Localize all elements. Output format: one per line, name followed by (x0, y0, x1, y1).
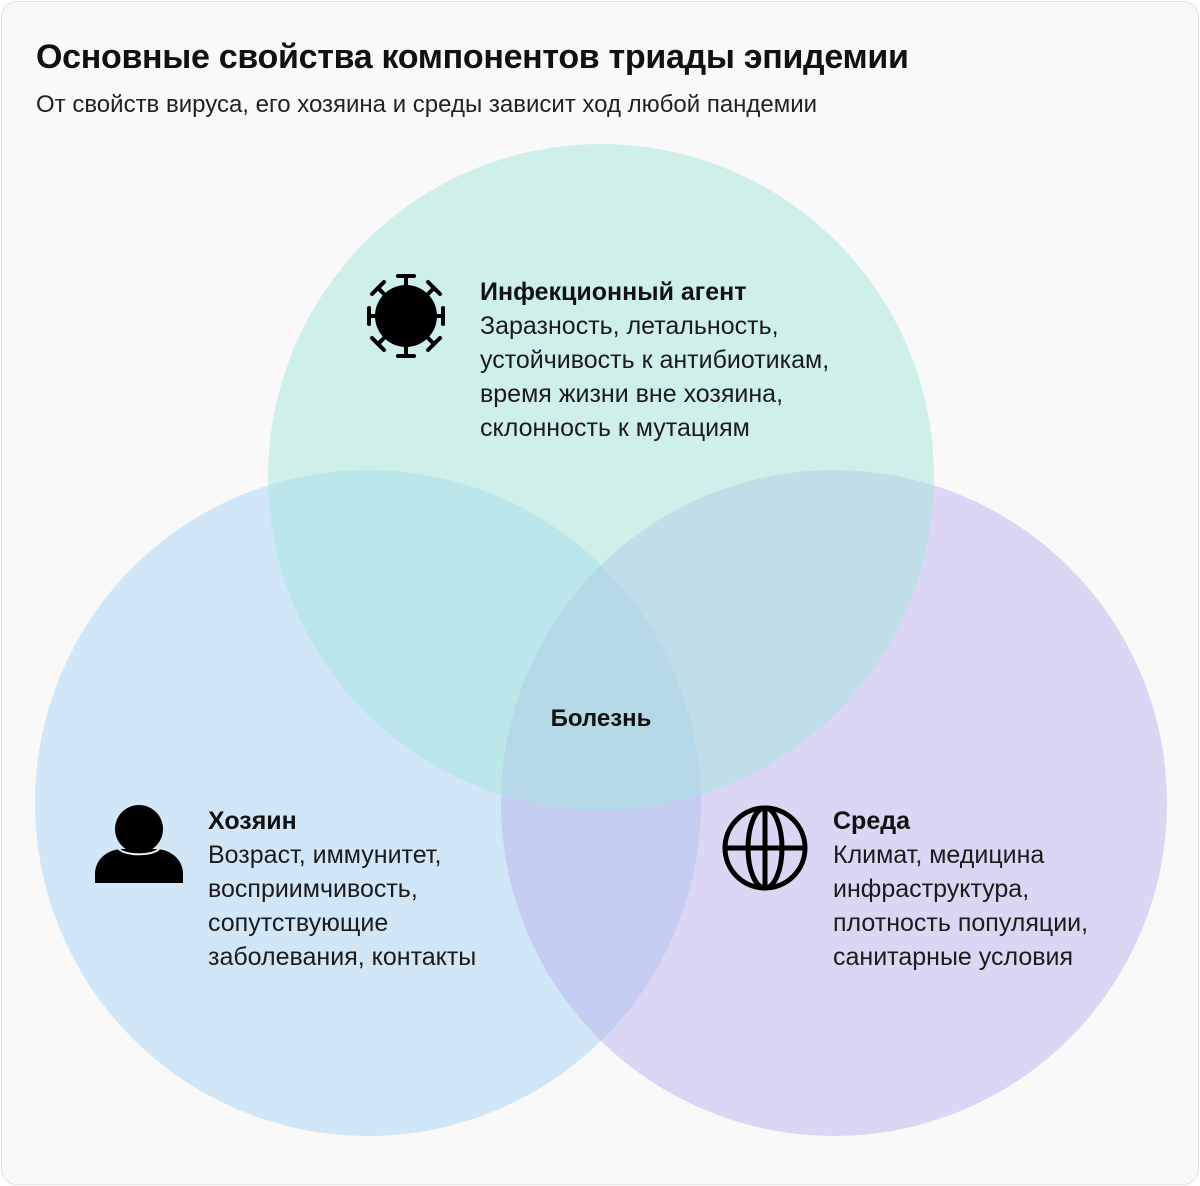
agent-line: время жизни вне хозяина, (480, 380, 784, 408)
agent-line: Заразность, летальность, (480, 312, 779, 340)
environment-line: инфраструктура, (833, 875, 1030, 903)
environment-line: санитарные условия (833, 943, 1074, 971)
globe-icon (722, 805, 808, 891)
virus-icon (367, 274, 445, 358)
person-icon (95, 805, 183, 883)
environment-line: плотность популяции, (833, 909, 1089, 937)
agent-text: Инфекционный агент Заразность, летальнос… (480, 275, 829, 445)
host-line: восприимчивость, (208, 875, 418, 903)
center-label: Болезнь (550, 705, 652, 732)
environment-heading: Среда (833, 807, 911, 835)
host-line: заболевания, контакты (208, 943, 477, 971)
page-subtitle: От свойств вируса, его хозяина и среды з… (36, 91, 818, 118)
environment-text: Среда Климат, медицина инфраструктура, п… (833, 804, 1088, 974)
agent-line: устойчивость к антибиотикам, (480, 346, 830, 374)
host-line: сопутствующие (208, 909, 389, 937)
agent-line: склонность к мутациям (480, 414, 750, 442)
host-heading: Хозяин (208, 807, 297, 835)
agent-heading: Инфекционный агент (480, 278, 747, 306)
host-line: Возраст, иммунитет, (208, 841, 442, 869)
host-text: Хозяин Возраст, иммунитет, восприимчивос… (208, 804, 476, 974)
page-title: Основные свойства компонентов триады эпи… (36, 38, 909, 76)
environment-line: Климат, медицина (833, 841, 1045, 869)
